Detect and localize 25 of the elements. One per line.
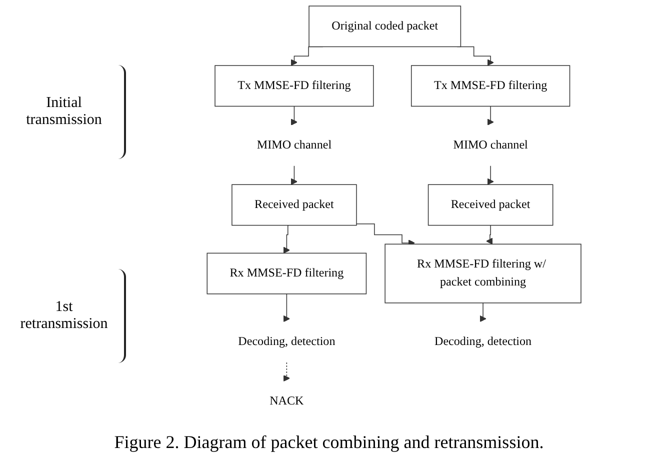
figure-caption: Figure 2. Diagram of packet combining and retransmission. <box>113 431 545 454</box>
node-box: Rx MMSE-FD filtering <box>206 252 367 294</box>
node-box: Received packet <box>232 184 357 226</box>
node-box: Received packet <box>428 184 554 226</box>
arrow <box>290 165 298 185</box>
arrow <box>283 294 290 322</box>
arrow <box>487 165 494 185</box>
arrow <box>283 224 290 254</box>
node-box: Tx MMSE-FD filtering <box>214 65 374 107</box>
node-box: Tx MMSE-FD filtering <box>410 65 570 107</box>
arrow <box>480 302 486 322</box>
arrow <box>487 106 494 126</box>
node-text: Decoding, detection <box>434 335 532 348</box>
arrow <box>356 223 415 246</box>
node-text: MIMO channel <box>256 138 332 152</box>
node-text: NACK <box>270 394 304 408</box>
node-box: Rx MMSE-FD filtering w/ packet combining <box>384 244 582 304</box>
arrow <box>290 106 298 126</box>
node-text: MIMO channel <box>453 138 528 152</box>
arrow <box>283 362 290 382</box>
node-text: Decoding, detection <box>238 335 336 348</box>
bracket-label: 1st retransmission <box>4 269 126 363</box>
arrow <box>486 224 493 244</box>
node-box: Original coded packet <box>308 6 461 48</box>
bracket-label: Initial transmission <box>4 65 126 159</box>
